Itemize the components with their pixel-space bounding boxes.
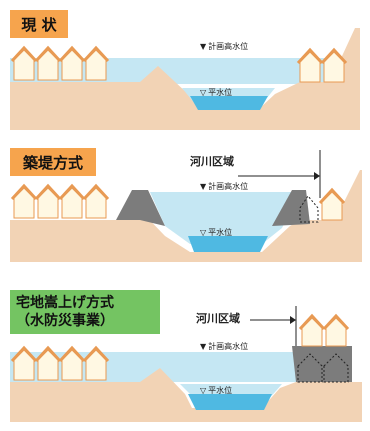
ground — [10, 170, 362, 262]
down-triangle-icon: ▼ — [200, 182, 207, 191]
zone-label: 河川区域 — [190, 155, 234, 168]
panel-current-drawing — [10, 28, 360, 130]
ground — [10, 28, 360, 130]
dashed-house-outline-icon — [299, 195, 319, 223]
ground — [296, 382, 362, 422]
panel-title-line-1: 宅地嵩上げ方式 — [16, 295, 114, 311]
house-icon — [82, 183, 110, 219]
house-icon — [10, 45, 38, 81]
house-icon — [82, 345, 110, 381]
house-icon — [318, 187, 346, 221]
plan-water-label: ▼計画高水位 — [200, 182, 249, 191]
house-icon — [320, 47, 348, 83]
panel-raised-land: 宅地嵩上げ方式 （水防災事業） 河川区域 ▼計画高水位 ▽平水位 — [0, 270, 370, 431]
normal-water-area — [188, 236, 268, 252]
house-icon — [322, 313, 350, 347]
zone-label: 河川区域 — [196, 312, 240, 325]
house-icon — [296, 47, 324, 83]
panel-raised-land-drawing — [10, 306, 362, 422]
house-icon — [58, 183, 86, 219]
normal-water-label: ▽平水位 — [200, 386, 233, 395]
panel-title-badge: 宅地嵩上げ方式 （水防災事業） — [10, 290, 160, 334]
house-icon — [10, 345, 38, 381]
zone-arrow-head — [290, 316, 296, 324]
dashed-house-outline-icon — [323, 353, 349, 383]
house-icon — [298, 313, 326, 347]
house-icon — [10, 183, 38, 219]
dashed-house-outline-icon — [297, 353, 323, 383]
zone-arrow-head — [314, 172, 320, 180]
normal-water-label: ▽平水位 — [200, 88, 233, 97]
panel-title: 現 状 — [21, 15, 57, 34]
panel-current: 現 状 ▼計画高水位 ▽平水位 — [0, 0, 370, 140]
plan-water-label: ▼計画高水位 — [200, 342, 249, 351]
panel-levee: 築堤方式 河川区域 ▼計画高水位 ▽平水位 — [0, 140, 370, 270]
levee-icon — [116, 190, 165, 226]
house-icon — [58, 45, 86, 81]
plan-water-label: ▼計画高水位 — [200, 42, 249, 51]
panel-title-badge: 築堤方式 — [10, 148, 96, 176]
open-triangle-icon: ▽ — [200, 228, 207, 237]
normal-water-label: ▽平水位 — [200, 228, 233, 237]
panel-title-badge: 現 状 — [10, 10, 68, 38]
levee-icon — [272, 190, 310, 226]
house-icon — [82, 45, 110, 81]
raised-fill-icon — [292, 346, 352, 382]
down-triangle-icon: ▼ — [200, 342, 207, 351]
normal-water-area — [190, 96, 268, 110]
house-icon — [34, 345, 62, 381]
house-icon — [34, 183, 62, 219]
house-icon — [34, 45, 62, 81]
normal-water-area — [188, 394, 272, 410]
panel-title: 築堤方式 — [22, 153, 83, 172]
house-icon — [58, 345, 86, 381]
high-water-area — [150, 192, 300, 244]
panel-levee-drawing — [10, 150, 362, 262]
open-triangle-icon: ▽ — [200, 386, 207, 395]
down-triangle-icon: ▼ — [200, 42, 207, 51]
open-triangle-icon: ▽ — [200, 88, 207, 97]
panel-title-line-2: （水防災事業） — [16, 313, 114, 329]
